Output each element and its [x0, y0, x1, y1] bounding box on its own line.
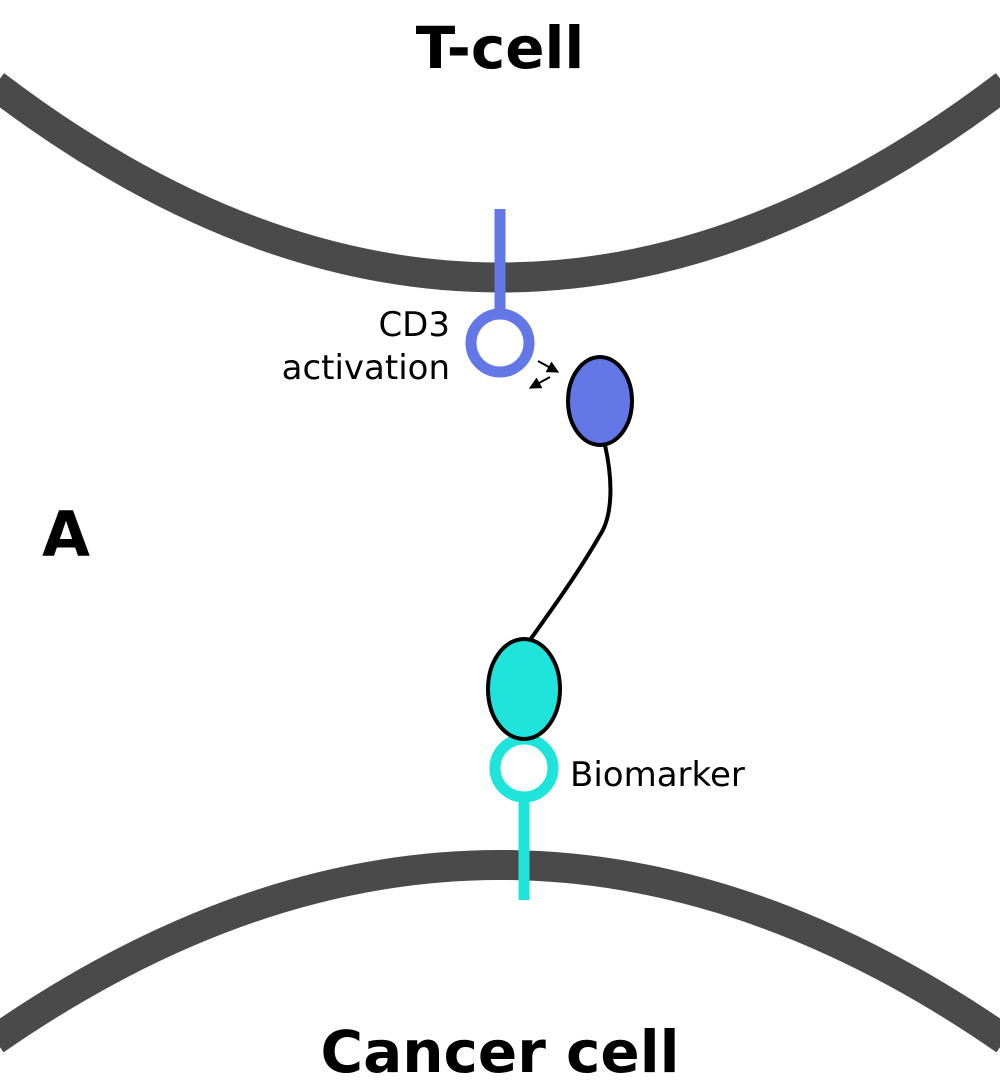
bispecific-linker [528, 444, 613, 642]
cd3-label-line2: activation [282, 348, 450, 388]
panel-letter: A [42, 498, 90, 571]
cd3-label-line1: CD3 [378, 305, 450, 345]
anti-biomarker-domain [486, 637, 562, 741]
biomarker-label: Biomarker [570, 755, 745, 795]
binding-arrow-right [537, 360, 560, 373]
cancer-cell-membrane [0, 850, 1000, 1053]
anti-cd3-domain [566, 355, 634, 447]
cd3-receptor-ring [465, 308, 535, 378]
cancer-cell-label: Cancer cell [321, 1018, 680, 1086]
binding-arrow-left [528, 376, 551, 389]
biomarker-receptor-ring [489, 733, 559, 803]
t-cell-label: T-cell [416, 14, 585, 82]
